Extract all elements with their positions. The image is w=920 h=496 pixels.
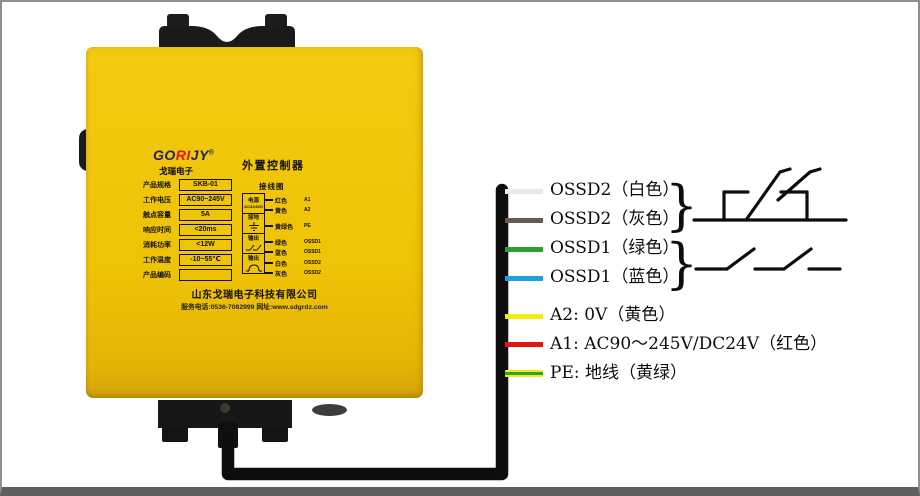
spec-row: 工作温度 -10~55℃ (143, 254, 232, 266)
side-connector-knob (79, 129, 89, 171)
controller-device-body (86, 47, 423, 398)
brand-name-cn: 戈瑞电子 (159, 166, 194, 176)
brand-logo: GORIJY® (153, 147, 215, 163)
wiring-stub-row: 蓝色 OSSD1 (264, 247, 321, 257)
spec-row: 产品编码 (143, 269, 232, 281)
no-contact-switches-icon (245, 244, 261, 251)
stub-line (264, 251, 273, 253)
spec-value-box (179, 269, 232, 281)
logo-part-1: GO (153, 147, 176, 163)
wire-swatch-ossd1-blue (505, 276, 543, 281)
spec-value-box: <20ms (179, 224, 232, 236)
wire-color-name: 白色 (275, 261, 288, 268)
wiring-diagram-title: 接线图 (259, 182, 285, 191)
wiring-box-sub: AC110/220V (243, 205, 264, 209)
terminal-name: PE (304, 223, 311, 229)
legend-ossd2-gray: OSSD2（灰色） (550, 209, 680, 229)
spec-row: 触点容量 5A (143, 209, 232, 221)
legend-ossd2-white: OSSD2（白色） (550, 180, 680, 200)
stub-line (264, 199, 273, 201)
service-contact-line: 服务电话:0536-7082999 网址:www.sdgrdz.com (181, 304, 328, 311)
spec-label: 工作电压 (143, 197, 171, 204)
wiring-stub-row: 红色 A1 (264, 195, 310, 205)
wire-swatch-a1-red (505, 342, 543, 347)
stub-line (264, 209, 273, 211)
brace-ossd2-group: } (665, 174, 699, 238)
spec-label: 响应时间 (143, 227, 171, 234)
terminal-name: A1 (304, 197, 311, 203)
wiring-box-label: 输出 (247, 236, 259, 242)
wiring-box-label: 输出 (247, 255, 259, 262)
spec-value-box: SKB-01 (179, 179, 232, 191)
legend-a1: A1: AC90～245V/DC24V（红色） (550, 334, 828, 354)
spec-value-box: AC90~245V (179, 194, 232, 206)
wire-swatch-a2-yellow (505, 314, 543, 319)
legend-a2: A2: 0V（黄色） (550, 305, 676, 325)
wire-swatch-pe-yellow-green (505, 370, 543, 377)
wire-swatch-ossd1-green (505, 247, 543, 252)
registered-mark: ® (208, 149, 215, 157)
stub-line (264, 225, 273, 227)
brace-ossd1-group: } (665, 232, 699, 296)
logo-part-3: JY (190, 147, 209, 163)
spec-row: 产品规格 SKB-01 (143, 179, 232, 191)
spec-label: 产品规格 (143, 182, 171, 189)
spec-value-box: 5A (179, 209, 232, 221)
wiring-box-label: 电源 (247, 198, 259, 204)
spec-row: 响应时间 <20ms (143, 224, 232, 236)
spec-value-box: -10~55℃ (179, 254, 232, 266)
spec-label: 工作温度 (143, 257, 171, 264)
legend-ossd1-green: OSSD1（绿色） (550, 238, 680, 258)
spec-label: 产品编码 (143, 272, 171, 279)
stub-line (264, 262, 273, 264)
wiring-diagram-boxes: 电源 AC110/220V 接地 输出 输出 (242, 193, 265, 274)
stub-line (264, 241, 273, 243)
terminal-name: A2 (304, 207, 311, 213)
terminal-name: OSSD1 (304, 239, 321, 245)
company-name: 山东戈瑞电子科技有限公司 (191, 290, 318, 301)
terminal-name: OSSD2 (304, 270, 321, 276)
aux-connector (312, 404, 347, 416)
wire-swatch-ossd2-white (505, 189, 543, 194)
wiring-stub-row: 灰色 OSSD2 (264, 268, 321, 278)
wire-color-name: 红色 (275, 198, 288, 205)
spec-row: 消耗功率 <12W (143, 239, 232, 251)
top-mount-bracket (159, 14, 295, 50)
wire-color-name: 灰色 (275, 271, 288, 278)
spec-value-box: <12W (179, 239, 232, 251)
wiring-stub-row: 绿色 OSSD1 (264, 237, 321, 247)
ossd2-linked-contacts-symbol (692, 167, 848, 222)
spec-label: 消耗功率 (143, 242, 171, 249)
wire-swatch-ossd2-gray (505, 218, 543, 223)
spec-label: 触点容量 (143, 212, 171, 219)
ossd1-series-contacts-symbol (694, 247, 842, 271)
device-title: 外置控制器 (242, 160, 305, 172)
main-cable (221, 183, 509, 481)
wiring-stub-row: 黄绿色 PE (264, 221, 311, 231)
logo-part-2: RI (175, 147, 191, 163)
wire-color-name: 蓝色 (275, 250, 288, 257)
wiring-box-label: 接地 (247, 215, 259, 221)
terminal-name: OSSD2 (304, 260, 321, 266)
relay-dome-contact-icon (245, 263, 262, 271)
wiring-stub-row: 白色 OSSD2 (264, 258, 321, 268)
terminal-name: OSSD1 (304, 249, 321, 255)
wire-color-name: 黄绿色 (275, 224, 294, 231)
wire-color-name: 绿色 (275, 240, 288, 247)
legend-pe: PE: 地线（黄绿） (550, 363, 687, 383)
wire-color-name: 黄色 (275, 208, 288, 215)
earth-ground-icon (248, 222, 259, 231)
stub-line (264, 272, 273, 274)
wiring-stub-row: 黄色 A2 (264, 205, 310, 215)
spec-row: 工作电压 AC90~245V (143, 194, 232, 206)
legend-ossd1-blue: OSSD1（蓝色） (550, 267, 680, 287)
